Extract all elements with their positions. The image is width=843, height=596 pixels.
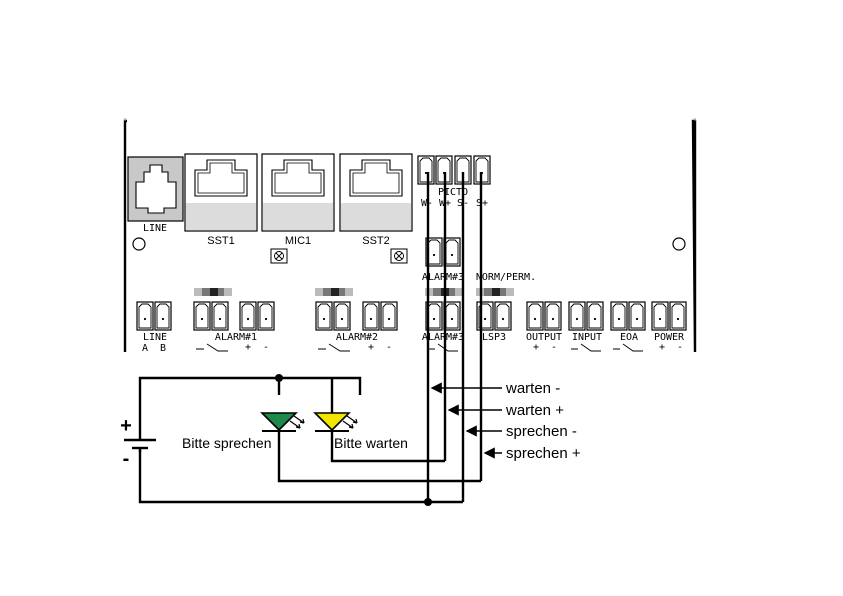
svg-text:ALARM#1: ALARM#1 bbox=[215, 332, 257, 343]
svg-text:-: - bbox=[386, 342, 392, 353]
rj45-mic1-label: MIC1 bbox=[285, 235, 311, 247]
svg-text:+: + bbox=[245, 342, 251, 353]
terminal-eoa: EOA bbox=[610, 301, 646, 352]
line-jack: LINE bbox=[127, 156, 184, 234]
rj45-sst1-label: SST1 bbox=[207, 235, 235, 247]
svg-text:B: B bbox=[160, 343, 166, 354]
svg-text:LSP3: LSP3 bbox=[482, 332, 506, 343]
svg-text:+: + bbox=[368, 342, 374, 353]
led-green: Bitte sprechen bbox=[182, 412, 305, 451]
led-yellow-label: Bitte warten bbox=[334, 435, 408, 451]
rj45-sst2: SST2 bbox=[339, 153, 413, 247]
trim-pot-sst2 bbox=[390, 248, 408, 264]
terminal-power: POWER + - bbox=[651, 301, 687, 353]
svg-text:ALARM#3: ALARM#3 bbox=[422, 332, 464, 343]
battery-minus-sign: - bbox=[123, 448, 130, 470]
svg-text:-: - bbox=[263, 342, 269, 353]
svg-text:ALARM#2: ALARM#2 bbox=[336, 332, 378, 343]
wire-green-led-cathode bbox=[277, 430, 481, 483]
svg-text:+: + bbox=[659, 342, 665, 353]
led-yellow: Bitte warten bbox=[313, 412, 408, 451]
svg-text:LINE: LINE bbox=[143, 332, 167, 343]
svg-text:OUTPUT: OUTPUT bbox=[526, 332, 562, 343]
wire-yellow-led-cathode bbox=[330, 430, 445, 463]
junction-top bbox=[275, 374, 283, 382]
svg-text:-: - bbox=[677, 342, 683, 353]
line-jack-label: LINE bbox=[143, 223, 167, 234]
wire-battery-minus bbox=[138, 450, 463, 504]
terminal-input: INPUT bbox=[568, 301, 604, 352]
wire-callouts bbox=[430, 382, 502, 459]
callout-warten-minus: warten - bbox=[505, 380, 560, 397]
callout-warten-plus: warten + bbox=[505, 402, 564, 419]
svg-text:POWER: POWER bbox=[654, 332, 685, 343]
svg-text:INPUT: INPUT bbox=[572, 332, 602, 343]
trim-pot-mic1 bbox=[270, 248, 288, 264]
controller-board: LINE SST1 MIC1 SST2 PICTO W- W+ S- S+ bbox=[123, 118, 697, 354]
dip-switch-alarm1 bbox=[194, 288, 232, 296]
terminal-alarm2: ALARM#2 + - bbox=[315, 301, 398, 353]
mounting-hole-left bbox=[132, 237, 146, 251]
picto-label: PICTO bbox=[438, 187, 468, 198]
svg-text:+: + bbox=[533, 342, 539, 353]
led-green-label: Bitte sprechen bbox=[182, 435, 272, 451]
rj45-sst2-label: SST2 bbox=[362, 235, 390, 247]
dip-switch-alarm2 bbox=[315, 288, 353, 296]
svg-text:EOA: EOA bbox=[620, 332, 638, 343]
rj45-mic1: MIC1 bbox=[261, 153, 335, 247]
terminal-line: LINE A B bbox=[136, 301, 172, 354]
terminal-alarm1: ALARM#1 + - bbox=[193, 301, 275, 353]
svg-text:A: A bbox=[142, 343, 148, 354]
terminal-output: OUTPUT + - bbox=[526, 301, 562, 353]
terminal-lsp3: LSP3 bbox=[476, 301, 512, 343]
battery: + - bbox=[120, 415, 156, 470]
junction-bottom bbox=[424, 498, 432, 506]
wire-battery-plus bbox=[138, 376, 362, 430]
wiring bbox=[138, 172, 483, 504]
battery-plus-sign: + bbox=[120, 415, 132, 437]
alarm3-top-label: ALARM#3 bbox=[422, 272, 464, 283]
svg-text:-: - bbox=[551, 342, 557, 353]
mounting-hole-right bbox=[672, 237, 686, 251]
callout-sprechen-minus: sprechen - bbox=[506, 423, 577, 440]
callout-sprechen-plus: sprechen + bbox=[506, 445, 581, 462]
alarm3-top-connector: ALARM#3 NORM/PERM. bbox=[422, 237, 536, 283]
rj45-sst1: SST1 bbox=[184, 153, 258, 247]
norm-perm-label: NORM/PERM. bbox=[476, 272, 536, 283]
